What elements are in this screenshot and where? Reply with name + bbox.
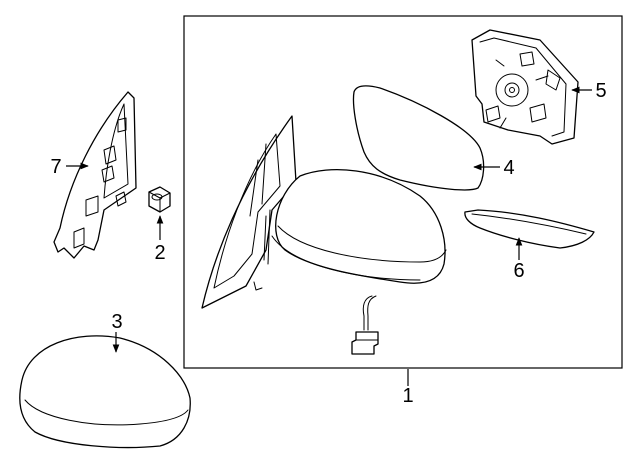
harness-connector: [351, 295, 379, 355]
callout-1: 1: [402, 385, 413, 407]
callout-3: 3: [111, 311, 122, 333]
mirror-housing-part: [201, 115, 447, 309]
signal-lamp-part: [464, 209, 595, 249]
mirror-cover-part: [19, 335, 191, 449]
callout-2: 2: [154, 242, 165, 264]
callout-4: 4: [503, 157, 514, 179]
actuator-plate-part: [471, 29, 579, 145]
hex-nut-part: [148, 186, 171, 213]
callout-7: 7: [50, 156, 61, 178]
mirror-glass-part: [352, 85, 485, 191]
assembly-frame: [183, 15, 623, 369]
mounting-cover-part: [53, 91, 137, 259]
callout-5: 5: [595, 80, 606, 102]
callout-6: 6: [513, 260, 524, 282]
